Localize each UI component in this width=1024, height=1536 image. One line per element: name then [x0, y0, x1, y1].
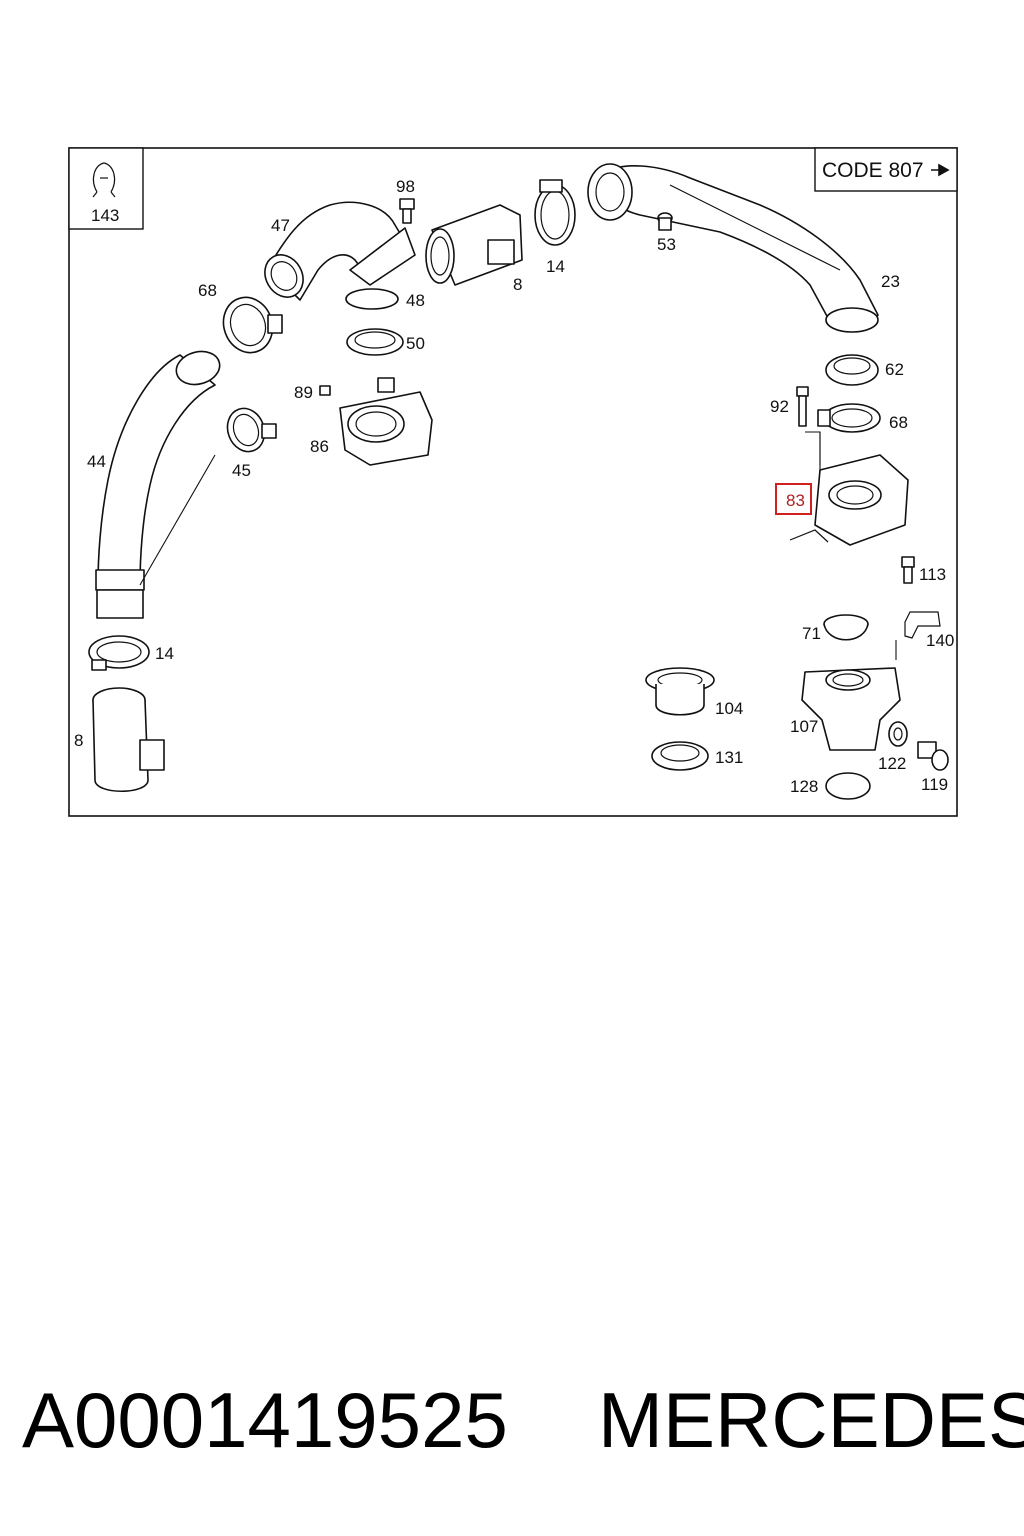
highlight-box-83 [775, 483, 812, 515]
code-box-text: CODE 807 [822, 159, 924, 182]
label-14-left: 14 [155, 644, 174, 663]
part-62-ring [825, 354, 879, 386]
label-48: 48 [406, 291, 425, 310]
part-131-seal [651, 741, 709, 771]
part-86-throttle-body [339, 377, 433, 466]
part-107-housing [801, 667, 901, 751]
part-128-oring [825, 772, 871, 800]
part-8-air-mass-meter-top [425, 204, 523, 286]
part-89-clip [319, 385, 331, 396]
label-122: 122 [878, 754, 906, 773]
part-119-fitting [917, 741, 949, 771]
part-45-clamp [226, 407, 277, 453]
label-92: 92 [770, 397, 789, 416]
label-131: 131 [715, 748, 743, 767]
label-119: 119 [921, 775, 948, 794]
label-23: 23 [881, 272, 900, 291]
parts-diagram: 143 CODE 807 [68, 147, 958, 817]
part-113-bolt [901, 556, 915, 584]
label-83: 83 [786, 491, 805, 510]
part-number: A0001419525 [22, 1376, 508, 1464]
label-143: 143 [91, 206, 119, 225]
arrow-right-icon [931, 163, 950, 177]
part-8-air-mass-meter-left [92, 687, 165, 793]
part-122-washer [888, 721, 908, 747]
part-68-clamp-left [222, 296, 283, 354]
label-62: 62 [885, 360, 904, 379]
label-140: 140 [926, 631, 954, 650]
part-83-throttle-assembly [789, 431, 909, 546]
label-107: 107 [790, 717, 818, 736]
label-50: 50 [406, 334, 425, 353]
label-128: 128 [790, 777, 818, 796]
part-23-intake-duct [587, 163, 879, 333]
label-104: 104 [715, 699, 743, 718]
label-86: 86 [310, 437, 329, 456]
label-113: 113 [919, 565, 946, 584]
part-68-clamp-right [817, 403, 881, 433]
label-45: 45 [232, 461, 251, 480]
part-98-bolt [399, 198, 415, 224]
part-140-bracket [904, 611, 941, 639]
label-71: 71 [802, 624, 821, 643]
part-48-oring [345, 288, 399, 310]
label-8-left: 8 [74, 731, 83, 750]
part-71-strainer [823, 614, 869, 641]
footer: A0001419525 MERCEDES [0, 1365, 1024, 1475]
label-44: 44 [87, 452, 106, 471]
part-47-elbow-pipe [264, 201, 416, 301]
label-98: 98 [396, 177, 415, 196]
label-53: 53 [657, 235, 676, 254]
part-53-plug [657, 212, 673, 231]
part-50-seal [346, 328, 404, 356]
label-89: 89 [294, 383, 313, 402]
label-14-top: 14 [546, 257, 565, 276]
clip-icon [92, 162, 116, 198]
label-8-top: 8 [513, 275, 522, 294]
label-68-left: 68 [198, 281, 217, 300]
brand-name: MERCEDES [598, 1376, 1024, 1464]
label-68-right: 68 [889, 413, 908, 432]
part-92-bolt [796, 386, 809, 427]
label-47: 47 [271, 216, 290, 235]
part-14-clamp-left [88, 635, 150, 671]
corner-inset-box [68, 147, 144, 230]
part-104-flange [645, 667, 715, 716]
part-44-long-pipe [95, 350, 221, 619]
part-14-clamp-top [534, 179, 576, 246]
